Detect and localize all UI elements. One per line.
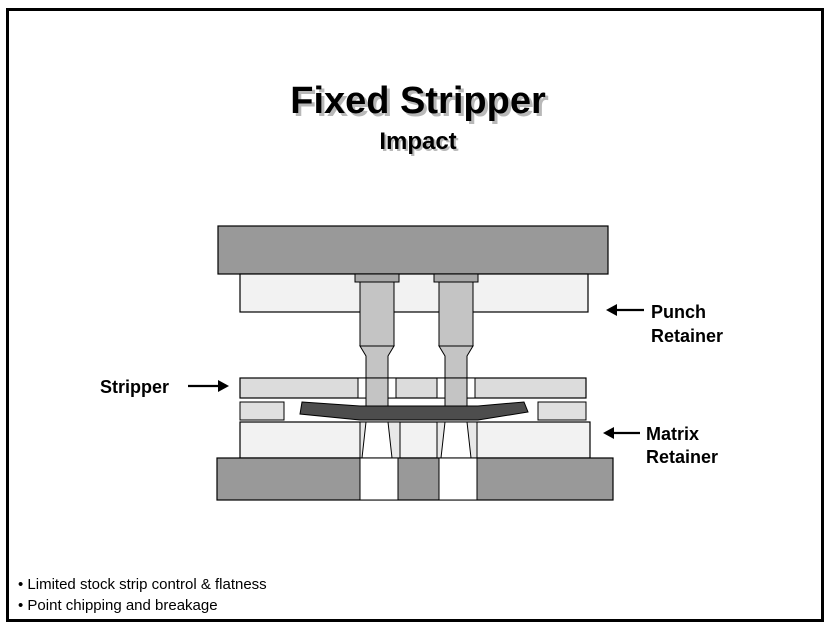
label-stripper: Stripper (100, 377, 169, 397)
punch-in-stripper-right (444, 377, 468, 409)
lower-die-shoe (216, 457, 614, 501)
stripper-plate (239, 377, 587, 399)
arrow-matrix-retainer (603, 427, 640, 439)
slug-hole-left (359, 457, 399, 501)
punch-head-left (354, 273, 400, 283)
bullet-item: Point chipping and breakage (18, 595, 267, 616)
upper-die-shoe (217, 225, 609, 275)
punch-retainer-plate (239, 273, 589, 313)
punch-head-right (433, 273, 479, 283)
punch-in-stripper-left (365, 377, 389, 409)
spacer-left (239, 401, 285, 421)
matrix-opening-right (440, 421, 472, 459)
arrow-stripper (188, 380, 229, 392)
label-matrix-retainer: Retainer (646, 447, 718, 467)
label-punch-retainer: Retainer (651, 326, 723, 346)
slide-frame (6, 8, 824, 622)
slide-title: Fixed Stripper (290, 80, 546, 122)
matrix-retainer-plate (239, 421, 591, 459)
bullet-item: Limited stock strip control & flatness (18, 574, 266, 595)
label-punch: Punch (651, 302, 706, 322)
stock-strip (299, 401, 529, 421)
slide-subtitle: Impact (379, 128, 457, 155)
matrix-opening-left (361, 421, 393, 459)
punch-body-left (359, 281, 395, 347)
label-matrix: Matrix (646, 424, 699, 444)
slug-hole-right (438, 457, 478, 501)
spacer-right (537, 401, 587, 421)
arrow-punch-retainer (606, 304, 644, 316)
bullet-list: Limited stock strip control & flatness P… (18, 574, 267, 616)
punch-body-right (438, 281, 474, 347)
